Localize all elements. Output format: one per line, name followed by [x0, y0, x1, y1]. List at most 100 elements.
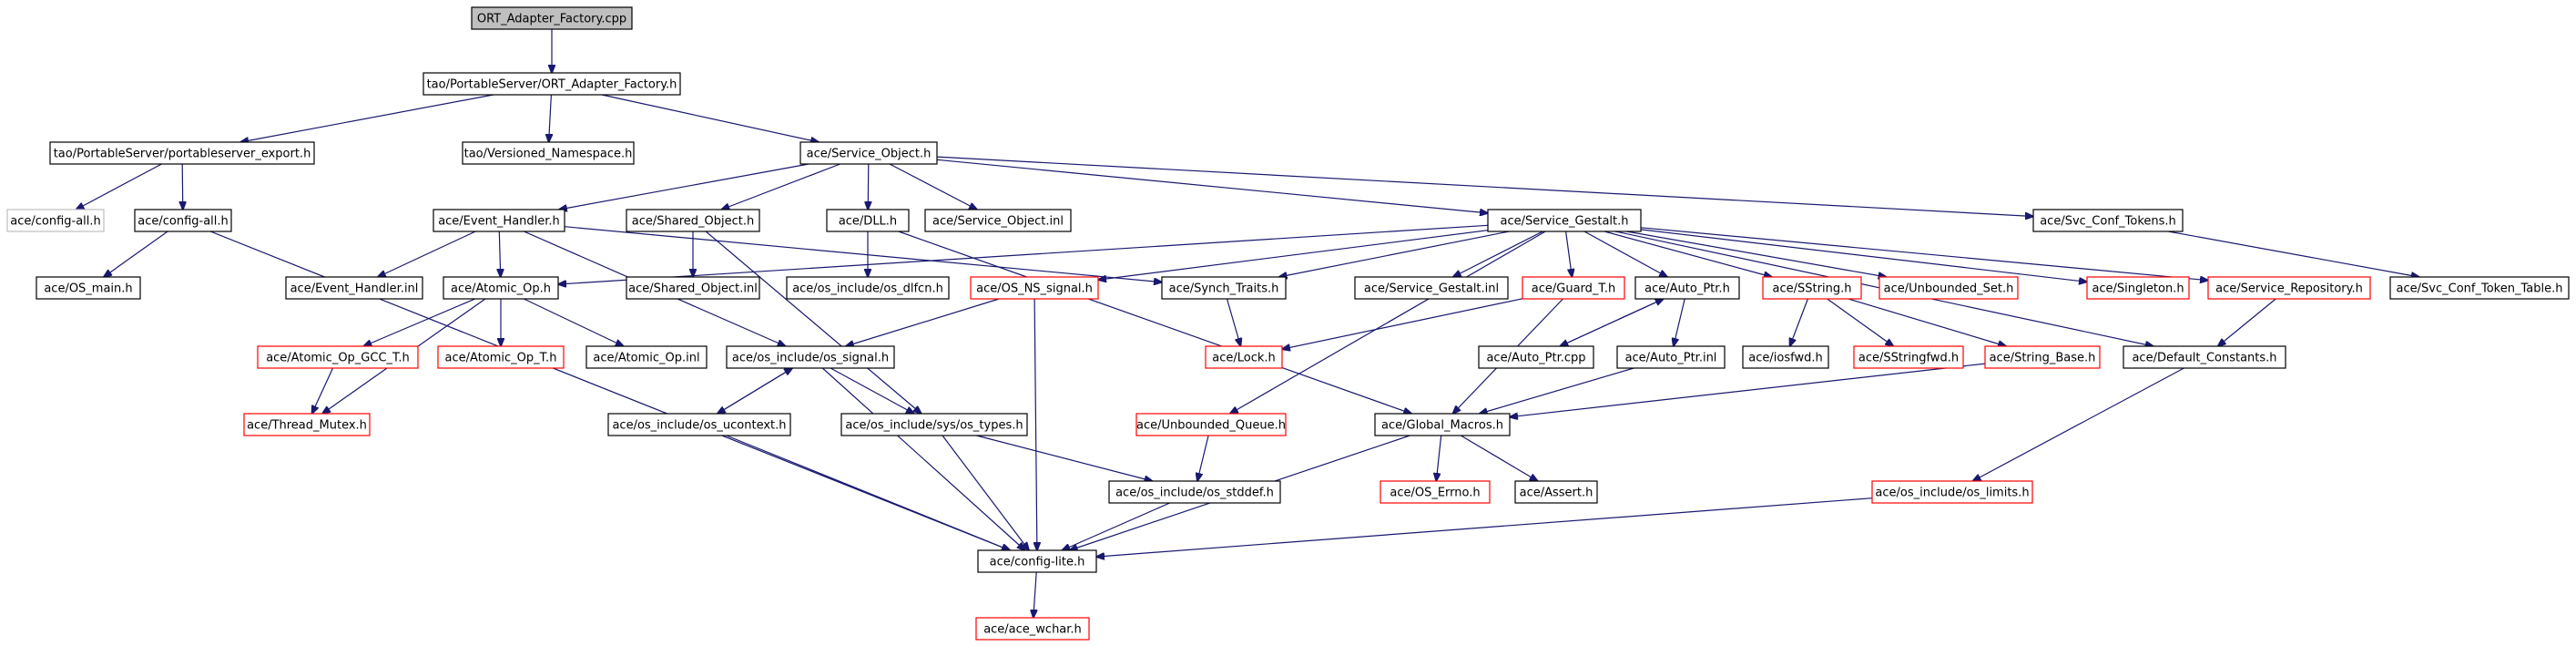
graph-node-ace-shared-object-h[interactable]: ace/Shared_Object.h: [626, 209, 760, 232]
node-label: ace/Thread_Mutex.h: [247, 419, 367, 433]
graph-node-ace-os-include-os-stddef-h[interactable]: ace/os_include/os_stddef.h: [1108, 480, 1281, 504]
graph-node-ace-atomic-op-t-h[interactable]: ace/Atomic_Op_T.h: [437, 345, 565, 369]
graph-node-ace-auto-ptr-h[interactable]: ace/Auto_Ptr.h: [1634, 276, 1740, 300]
graph-node-ace-service-object-h[interactable]: ace/Service_Object.h: [799, 141, 938, 165]
node-box: [924, 209, 1072, 232]
edge-n2-to-n4: [549, 94, 552, 142]
node-label: ace/os_include/os_stddef.h: [1115, 487, 1274, 500]
node-label: ace/Assert.h: [1520, 487, 1593, 500]
edge-n5-to-n12: [889, 163, 977, 210]
graph-node-ace-service-repository-h[interactable]: ace/Service_Repository.h: [2207, 276, 2371, 300]
node-box: [726, 345, 895, 369]
node-box: [243, 413, 371, 436]
graph-node-ace-atomic-op-gcc-t-h[interactable]: ace/Atomic_Op_GCC_T.h: [257, 345, 419, 369]
graph-node-ace-synch-traits-h[interactable]: ace/Synch_Traits.h: [1161, 276, 1287, 300]
graph-node-ace-ace-wchar-h[interactable]: ace/ace_wchar.h: [975, 617, 1090, 641]
node-box: [799, 141, 938, 165]
edge-n19-to-n32: [846, 298, 1000, 346]
graph-node-ace-string-base-h[interactable]: ace/String_Base.h: [1984, 345, 2101, 369]
graph-node-ace-service-gestalt-h[interactable]: ace/Service_Gestalt.h: [1487, 209, 1642, 232]
graph-node-ace-sstringfwd-h[interactable]: ace/SStringfwd.h: [1853, 345, 1964, 369]
edge-n48-to-n49: [1096, 497, 1873, 557]
graph-node-ace-sstring-h[interactable]: ace/SString.h: [1762, 276, 1862, 300]
edge-n44-to-n47: [1460, 435, 1537, 481]
graph-node-ace-thread-mutex-h[interactable]: ace/Thread_Mutex.h: [243, 413, 371, 436]
graph-node-ace-os-main-h[interactable]: ace/OS_main.h: [36, 276, 141, 300]
graph-node-ace-svc-conf-token-table-h[interactable]: ace/Svc_Conf_Token_Table.h: [2389, 276, 2570, 300]
graph-node-ace-os-include-os-signal-h[interactable]: ace/os_include/os_signal.h: [726, 345, 895, 369]
edge-n13-to-n19: [1098, 230, 1489, 280]
graph-node-ace-os-errno-h[interactable]: ace/OS_Errno.h: [1380, 480, 1491, 504]
edge-n13-to-n27: [1640, 227, 2208, 281]
node-box: [840, 413, 1028, 436]
edge-n27-to-n39: [2218, 298, 2276, 346]
edge-n5-to-n14: [936, 156, 2033, 216]
node-box: [1616, 345, 1726, 369]
node-box: [36, 276, 141, 300]
graph-node-ace-atomic-op-inl[interactable]: ace/Atomic_Op.inl: [585, 345, 708, 369]
node-box: [1742, 345, 1829, 369]
graph-node-ace-default-constants-h[interactable]: ace/Default_Constants.h: [2123, 345, 2286, 369]
graph-node-ace-os-include-sys-os-types-h[interactable]: ace/os_include/sys/os_types.h: [840, 413, 1028, 436]
node-label: ace/Service_Gestalt.inl: [1364, 282, 1499, 296]
node-label: ace/String_Base.h: [1990, 352, 2096, 365]
edge-n13-to-n25: [1626, 231, 1886, 277]
graph-node-tao-versioned-namespace-h[interactable]: tao/Versioned_Namespace.h: [462, 141, 635, 165]
edges: [76, 29, 2419, 618]
edge-n13-to-n24: [1604, 231, 1772, 277]
node-label: ace/SStringfwd.h: [1858, 352, 1959, 365]
graph-node-ace-assert-h[interactable]: ace/Assert.h: [1514, 480, 1598, 504]
graph-node-ace-os-include-os-ucontext-h[interactable]: ace/os_include/os_ucontext.h: [607, 413, 791, 436]
node-box: [1487, 209, 1642, 232]
node-label: ace/os_include/sys/os_types.h: [845, 419, 1023, 433]
edge-n16-to-n29: [363, 298, 475, 346]
edge-n9-to-n16: [499, 231, 500, 277]
graph-node-ace-dll-h[interactable]: ace/DLL.h: [826, 209, 910, 232]
graph-node-ace-auto-ptr-inl[interactable]: ace/Auto_Ptr.inl: [1616, 345, 1726, 369]
edge-n41-to-n49: [726, 435, 1011, 550]
graph-node-ace-global-macros-h[interactable]: ace/Global_Macros.h: [1374, 413, 1511, 436]
graph-node-ace-singleton-h[interactable]: ace/Singleton.h: [2086, 276, 2190, 300]
graph-node-ace-os-include-os-limits-h[interactable]: ace/os_include/os_limits.h: [1871, 480, 2033, 504]
graph-node-ace-event-handler-inl[interactable]: ace/Event_Handler.inl: [285, 276, 423, 300]
graph-node-ace-os-include-os-dlfcn-h[interactable]: ace/os_include/os_dlfcn.h: [786, 276, 950, 300]
node-box: [786, 276, 950, 300]
graph-node-ace-config-lite-h[interactable]: ace/config-lite.h: [977, 549, 1097, 573]
edge-n9-to-n20: [564, 226, 1162, 282]
graph-node-ace-auto-ptr-cpp[interactable]: ace/Auto_Ptr.cpp: [1478, 345, 1594, 369]
edge-n29-to-n40: [312, 367, 334, 414]
graph-node-ace-config-all-h[interactable]: ace/config-all.h: [134, 209, 232, 232]
graph-node-ace-event-handler-h[interactable]: ace/Event_Handler.h: [433, 209, 565, 232]
graph-node-ace-atomic-op-h[interactable]: ace/Atomic_Op.h: [443, 276, 559, 300]
node-label: ace/Atomic_Op_T.h: [445, 352, 557, 365]
graph-node-ace-shared-object-inl[interactable]: ace/Shared_Object.inl: [626, 276, 760, 300]
node-label: ace/Shared_Object.h: [632, 215, 754, 229]
node-box: [1514, 480, 1598, 504]
edge-n13-to-n20: [1279, 231, 1510, 277]
node-label: ace/SString.h: [1773, 282, 1852, 296]
node-box: [1478, 345, 1594, 369]
node-label: ace/Event_Handler.h: [438, 215, 560, 229]
graph-node-tao-portableserver-ort-adapter-factory-h[interactable]: tao/PortableServer/ORT_Adapter_Factory.h: [423, 72, 681, 96]
edge-n13-to-n21: [1453, 231, 1543, 277]
edge-n13-to-n26: [1640, 229, 2087, 282]
graph-node-ace-service-gestalt-inl[interactable]: ace/Service_Gestalt.inl: [1354, 276, 1509, 300]
graph-node-ace-guard-t-h[interactable]: ace/Guard_T.h: [1522, 276, 1625, 300]
edge-n5-to-n9: [559, 163, 809, 210]
graph-node-ace-lock-h[interactable]: ace/Lock.h: [1205, 345, 1283, 369]
graph-node-tao-portableserver-portableserver-export-h[interactable]: tao/PortableServer/portableserver_export…: [49, 141, 315, 165]
graph-node-ace-iosfwd-h[interactable]: ace/iosfwd.h: [1742, 345, 1829, 369]
node-label: ace/Service_Object.h: [807, 148, 932, 161]
graph-node-ace-config-all-h[interactable]: ace/config-all.h: [6, 209, 105, 232]
node-label: ace/Svc_Conf_Token_Table.h: [2397, 282, 2563, 296]
node-box: [2207, 276, 2371, 300]
node-box: [1853, 345, 1964, 369]
graph-node-ace-unbounded-queue-h[interactable]: ace/Unbounded_Queue.h: [1135, 413, 1287, 436]
graph-node-ace-os-ns-signal-h[interactable]: ace/OS_NS_signal.h: [970, 276, 1099, 300]
graph-node-ort-adapter-factory-cpp: ORT_Adapter_Factory.cpp: [471, 6, 633, 30]
graph-node-ace-svc-conf-tokens-h[interactable]: ace/Svc_Conf_Tokens.h: [2032, 209, 2184, 232]
nodes: ORT_Adapter_Factory.cpp tao/PortableServe…: [6, 6, 2570, 641]
graph-node-ace-unbounded-set-h[interactable]: ace/Unbounded_Set.h: [1879, 276, 2019, 300]
graph-node-ace-service-object-inl[interactable]: ace/Service_Object.inl: [924, 209, 1072, 232]
